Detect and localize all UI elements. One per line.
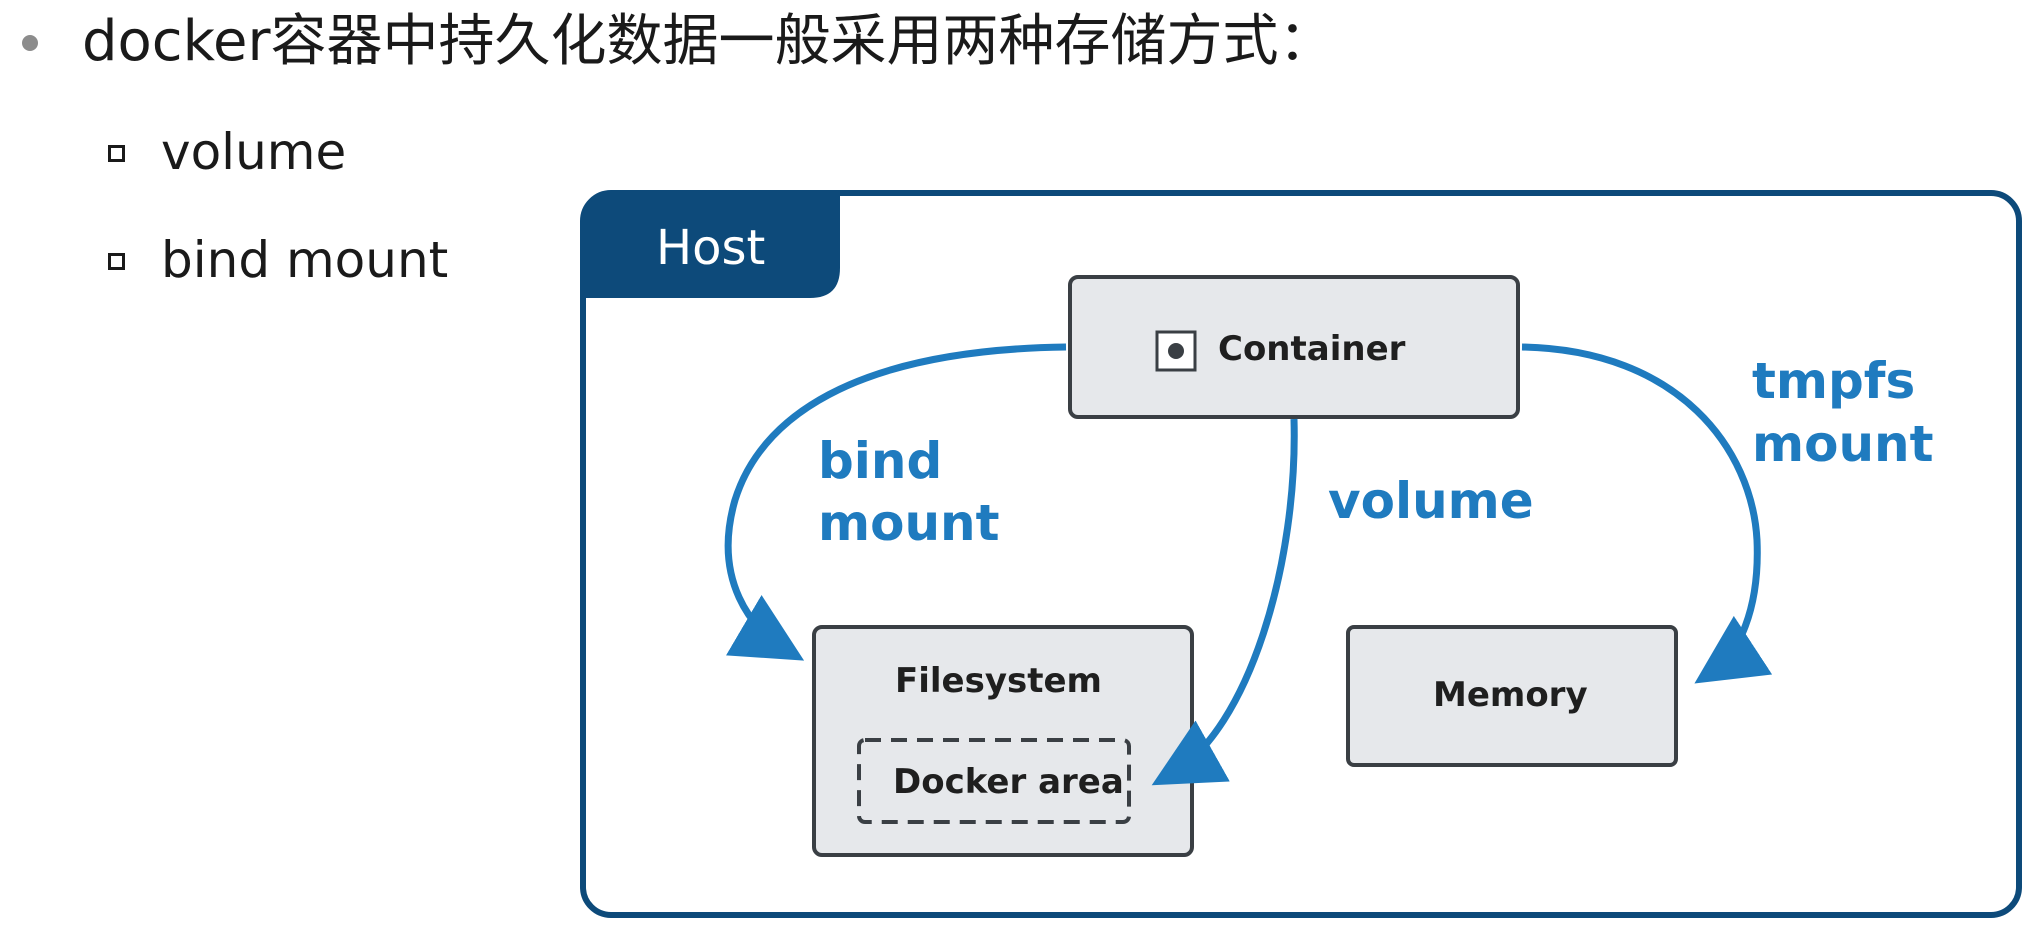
list-item-label: bind mount (161, 231, 449, 289)
bullet-dot-icon (22, 35, 38, 51)
docker-area-box (857, 738, 1131, 824)
list-item-bind-mount: bind mount (108, 228, 448, 292)
list-item-label: volume (161, 123, 347, 181)
square-bullet-icon (108, 145, 125, 162)
host-label: Host (656, 220, 765, 276)
list-item-volume: volume (108, 120, 346, 184)
docker-area-label: Docker area (893, 762, 1124, 802)
tmpfs-mount-arrow (1521, 343, 1773, 684)
host-label-tab (583, 193, 840, 298)
container-icon-dot (1168, 343, 1184, 359)
volume-arrow (1151, 418, 1298, 786)
volume-label: volume (1328, 472, 1534, 530)
memory-box (1346, 625, 1678, 767)
container-label: Container (1218, 329, 1406, 369)
bind-mount-label-line1: bind (818, 432, 942, 490)
bind-mount-arrow (724, 343, 1067, 661)
bind-mount-label-line2: mount (818, 494, 1000, 552)
heading: docker容器中持久化数据一般采用两种存储方式： (82, 9, 1335, 74)
container-box (1068, 275, 1520, 419)
memory-label: Memory (1433, 675, 1588, 715)
container-icon (1155, 330, 1197, 372)
tmpfs-mount-label-line2: mount (1752, 415, 1934, 473)
filesystem-label: Filesystem (895, 661, 1102, 701)
tmpfs-mount-label-line1: tmpfs (1752, 352, 1915, 410)
square-bullet-icon (108, 253, 125, 270)
